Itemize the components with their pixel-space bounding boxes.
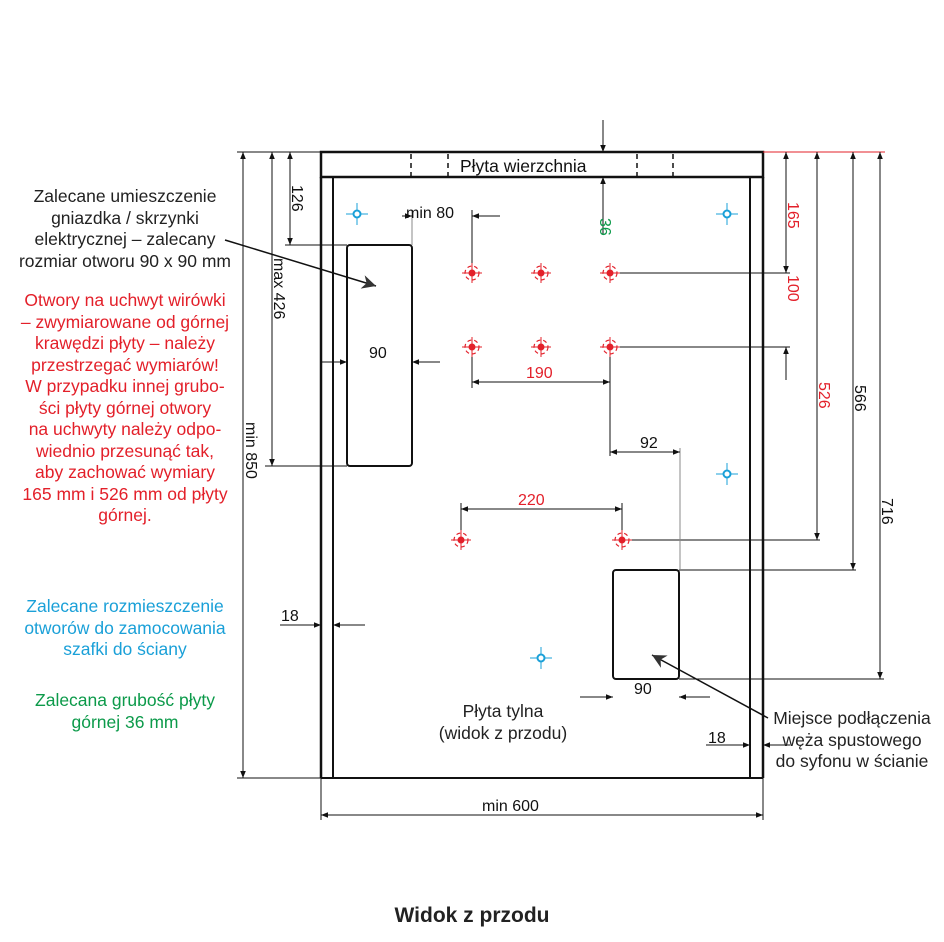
cabinet-outline bbox=[319, 150, 765, 779]
socket-cutout bbox=[346, 244, 413, 467]
bracket-hole-icon bbox=[451, 530, 471, 550]
note-line: W przypadku innej grubo- bbox=[25, 376, 225, 396]
drain-cutout bbox=[612, 569, 680, 680]
dim-min850: min 850 bbox=[242, 422, 259, 479]
dim-100: 100 bbox=[784, 275, 801, 302]
note-line: – zwymiarowane od górnej bbox=[20, 311, 230, 332]
note-line: rozmiar otworu 90 x 90 mm bbox=[18, 250, 231, 271]
label-line: do syfonu w ścianie bbox=[775, 751, 929, 771]
note-line: górnej. bbox=[98, 505, 152, 525]
note-line: gniazdka / skrzynki bbox=[51, 207, 199, 228]
note-line: aby zachować wymiary bbox=[35, 462, 215, 482]
holes-note: Otwory na uchwyt wirówki– zwymiarowane o… bbox=[0, 290, 250, 527]
dim-716: 716 bbox=[878, 498, 895, 525]
note-line: Zalecane umieszczenie bbox=[33, 186, 217, 206]
bracket-hole-icon bbox=[612, 530, 632, 550]
mounting-hole-icon bbox=[530, 647, 552, 669]
note-line: Zalecane rozmieszczenie bbox=[26, 596, 224, 616]
note-line: 165 mm i 526 mm od płyty bbox=[22, 483, 228, 504]
bracket-hole-icon bbox=[462, 263, 482, 283]
label-line: węża spustowego bbox=[782, 729, 922, 750]
drain-pointer-arrow bbox=[651, 654, 769, 719]
top-plate-label: Płyta wierzchnia bbox=[460, 156, 587, 176]
mounting-hole-icon bbox=[346, 203, 368, 225]
dim-max426: max 426 bbox=[270, 258, 287, 319]
note-line: krawędzi płyty – należy bbox=[35, 333, 215, 353]
bracket-hole-icon bbox=[600, 337, 620, 357]
dim-165: 165 bbox=[784, 202, 801, 229]
note-line: wiednio przesunąć tak, bbox=[35, 440, 215, 461]
label-line: (widok z przodu) bbox=[438, 722, 568, 743]
bracket-hole-icon bbox=[531, 337, 551, 357]
dim-220: 220 bbox=[518, 492, 545, 509]
note-line: górnej 36 mm bbox=[71, 711, 179, 732]
dimension-texts: 126 max 426 min 850 min 80 36 165 100 52… bbox=[242, 156, 895, 815]
note-line: przestrzegać wymiarów! bbox=[31, 354, 219, 375]
extension-lines bbox=[237, 151, 885, 820]
dim-min600: min 600 bbox=[482, 798, 539, 815]
dim-left-18: 18 bbox=[281, 608, 299, 625]
socket-pointer-arrow bbox=[224, 239, 377, 289]
dim-right-18: 18 bbox=[708, 730, 726, 747]
dim-190: 190 bbox=[526, 365, 553, 382]
bracket-hole-icon bbox=[531, 263, 551, 283]
note-line: szafki do ściany bbox=[63, 639, 187, 659]
dim-min80: min 80 bbox=[406, 205, 454, 222]
dim-92: 92 bbox=[640, 435, 658, 452]
note-line: na uchwyty należy odpo- bbox=[28, 419, 222, 439]
dim-36: 36 bbox=[596, 218, 613, 236]
dim-526: 526 bbox=[815, 382, 832, 409]
dimension-lines bbox=[240, 152, 883, 818]
mounting-hole-icon bbox=[716, 463, 738, 485]
note-line: ści płyty górnej otwory bbox=[38, 397, 212, 418]
dim-drain-90: 90 bbox=[634, 681, 652, 698]
mounting-hole-icon bbox=[716, 203, 738, 225]
bracket-hole-icon bbox=[462, 337, 482, 357]
note-line: Zalecana grubość płyty bbox=[35, 690, 215, 710]
dim-566: 566 bbox=[851, 385, 868, 412]
bracket-hole-icon bbox=[600, 263, 620, 283]
holes-group bbox=[346, 203, 738, 669]
label-line: Miejsce podłączenia bbox=[773, 708, 931, 728]
back-plate-label: Płyta tylna(widok z przodu) bbox=[403, 701, 603, 744]
note-line: elektrycznej – zalecany bbox=[34, 229, 216, 249]
outside-dimension-arrows bbox=[224, 120, 790, 748]
note-line: otworów do zamocowania bbox=[24, 617, 226, 638]
label-line: Płyta tylna bbox=[462, 701, 544, 721]
dim-box-90: 90 bbox=[369, 345, 387, 362]
drawing-title: Widok z przodu bbox=[394, 904, 550, 927]
dim-126: 126 bbox=[288, 185, 305, 212]
note-line: Otwory na uchwyt wirówki bbox=[24, 290, 226, 310]
